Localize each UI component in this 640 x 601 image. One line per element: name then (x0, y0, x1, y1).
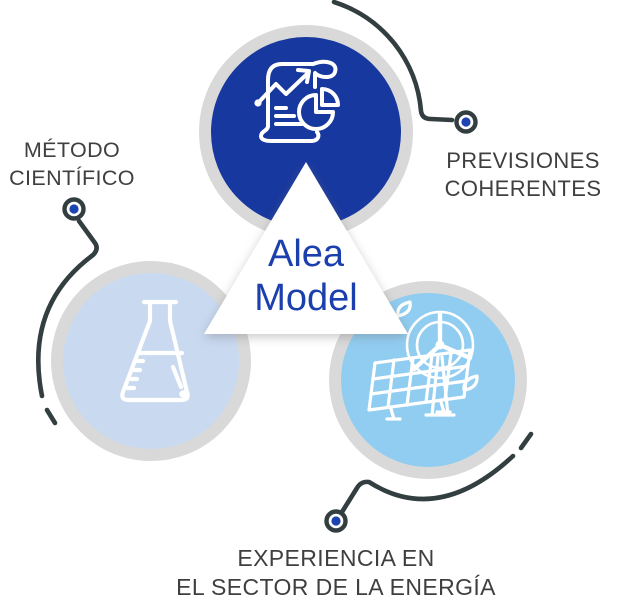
label-previsiones: PREVISIONES COHERENTES (423, 147, 623, 203)
trend-arrowhead (296, 68, 311, 84)
graduation-ticks (125, 358, 146, 391)
pie-slice (320, 87, 340, 107)
doc-outline (266, 62, 315, 128)
label-energia-line2: EL SECTOR DE LA ENERGÍA (176, 574, 496, 600)
panel-outline (367, 348, 472, 412)
label-metodo-line2: CIENTÍFICO (9, 166, 135, 190)
lab-flask-icon (120, 299, 190, 403)
label-energia: EXPERIENCIA EN EL SECTOR DE LA ENERGÍA (146, 544, 526, 601)
text-dashes (274, 106, 304, 126)
trend-origin-dot (254, 99, 262, 107)
label-metodo: MÉTODO CIENTÍFICO (0, 136, 146, 192)
center-title-line2: Model (254, 277, 358, 319)
label-metodo-line1: MÉTODO (23, 138, 121, 162)
connector-node-left (62, 197, 86, 221)
center-triangle (204, 162, 408, 334)
connector-node-bottom (324, 509, 348, 533)
panel-cols (386, 351, 453, 409)
rotor-hub (435, 340, 445, 350)
center-title: Alea Model (202, 232, 410, 320)
pie-chart (297, 93, 335, 131)
panel-rows (369, 364, 470, 396)
panel-legs (385, 400, 452, 421)
label-previsiones-line2: COHERENTES (444, 176, 602, 201)
trend-line (256, 72, 309, 105)
doc-roll-top (311, 59, 338, 89)
flask-body (120, 301, 190, 403)
arc-top-right (331, 0, 455, 123)
arc-left-dash (44, 407, 58, 426)
analytics-report-icon (254, 59, 340, 143)
shine-line (170, 364, 184, 390)
center-title-line1: Alea (267, 233, 345, 275)
doc-roll-bottom (259, 124, 321, 143)
renewable-energy-icon (367, 300, 479, 421)
label-energia-line1: EXPERIENCIA EN (237, 545, 435, 571)
arc-bottom-dash (518, 431, 534, 451)
leaf-top (396, 300, 412, 318)
arc-bottom-right (339, 453, 516, 515)
arc-left (36, 218, 99, 399)
shine-dot (179, 390, 187, 398)
label-previsiones-line1: PREVISIONES (446, 148, 600, 173)
connector-node-right (454, 110, 478, 134)
